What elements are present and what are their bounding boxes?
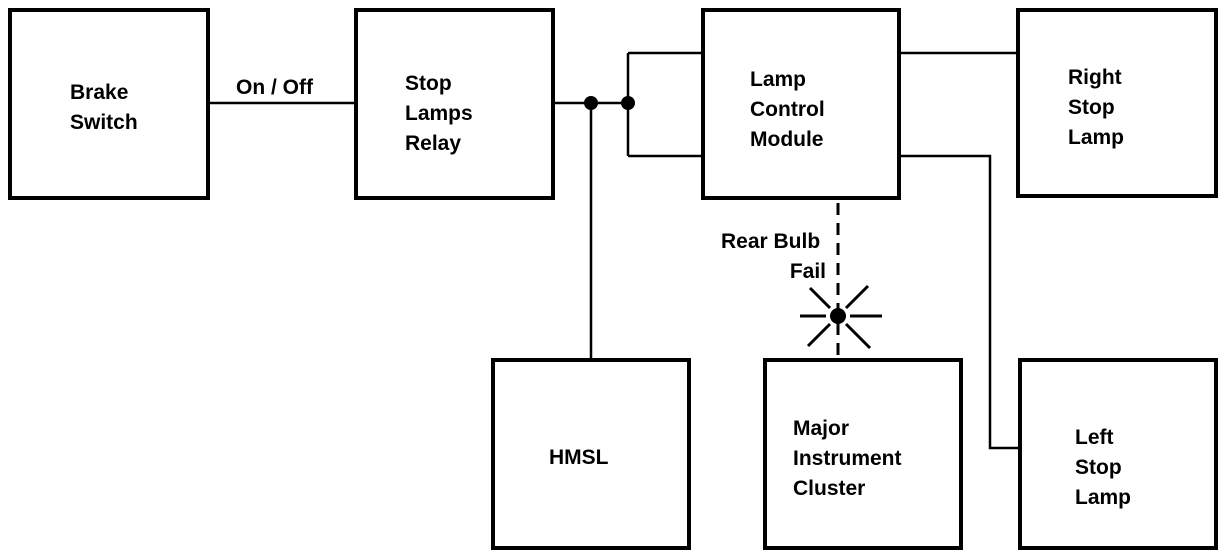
stop-lamps-relay-label: Stop Lamps Relay (405, 72, 479, 155)
left-stop-lamp-label: Left Stop Lamp (1075, 426, 1131, 509)
left-stop-lamp-box (1018, 358, 1218, 550)
right-stop-lamp-box (1016, 8, 1218, 198)
wire-module-to-left-lamp (899, 154, 1020, 450)
warning-lamp-icon (800, 284, 882, 350)
on-off-label: On / Off (236, 76, 314, 99)
junction-dot-module (621, 96, 635, 110)
lamp-control-module-label: Lamp Control Module (750, 68, 831, 151)
right-stop-lamp-label: Right Stop Lamp (1068, 66, 1128, 149)
rear-bulb-fail-label: Rear Bulb Fail (721, 230, 826, 283)
brake-switch-label: Brake Switch (70, 81, 138, 134)
hmsl-box (491, 358, 691, 550)
hmsl-label: HMSL (549, 446, 609, 469)
stop-lamps-relay-box (354, 8, 555, 200)
brake-switch-box (8, 8, 210, 200)
junction-dot-hmsl (584, 96, 598, 110)
major-instrument-cluster-label: Major Instrument Cluster (793, 417, 907, 500)
major-instrument-cluster-box (763, 358, 963, 550)
lamp-control-module-box (701, 8, 901, 200)
